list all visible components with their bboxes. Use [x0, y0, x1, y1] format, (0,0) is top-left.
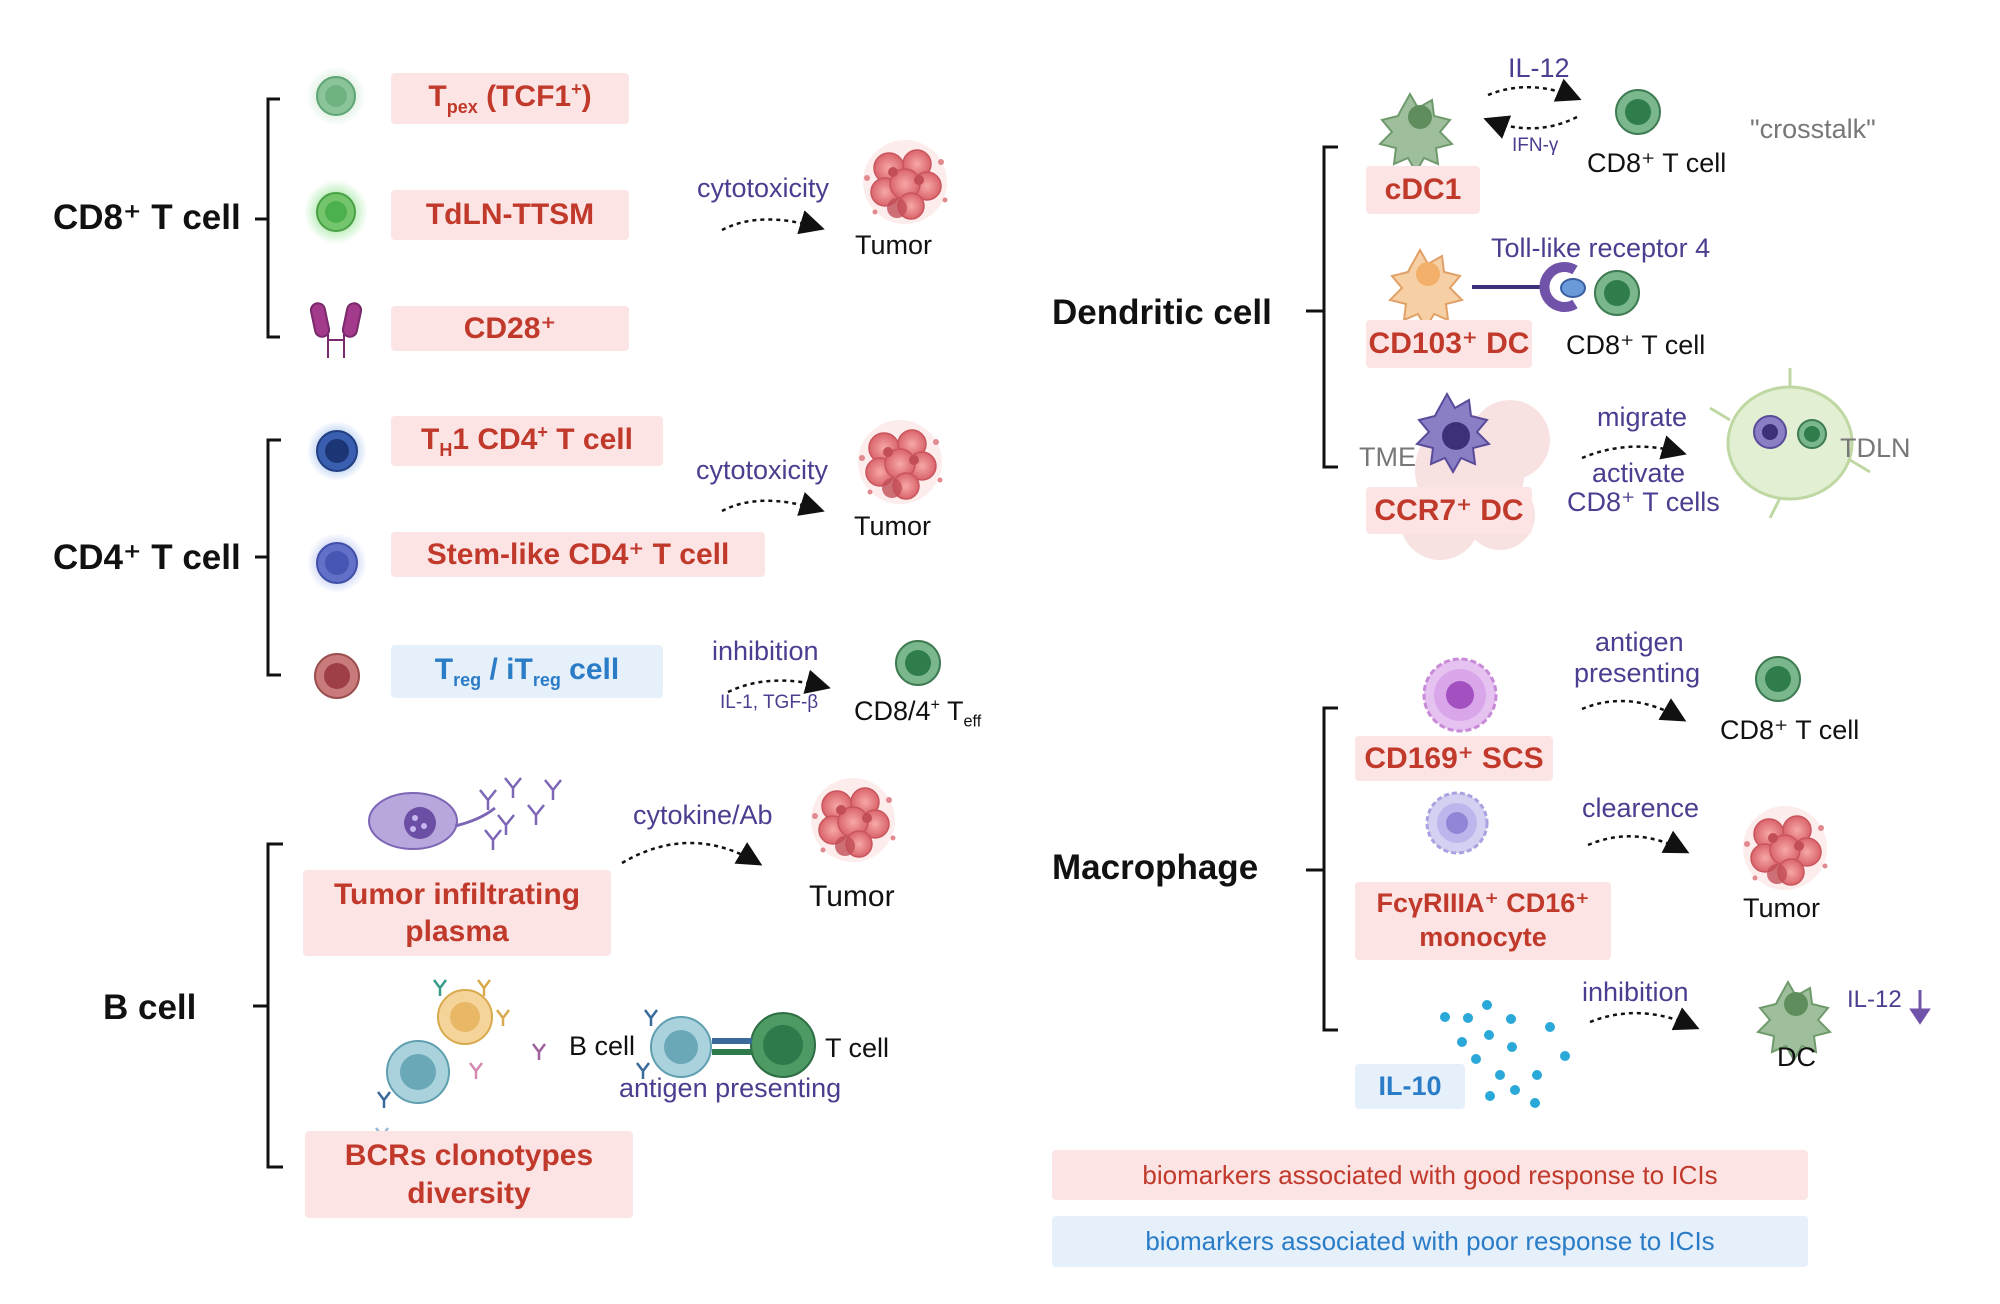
il10-inhibition-label: inhibition	[1582, 977, 1689, 1007]
antigen-label-1: antigen	[1595, 627, 1684, 657]
down-arrow-icon	[1909, 990, 1931, 1025]
il12-arrow	[1487, 78, 1582, 102]
tpex-label: Tpex (TCF1+)	[391, 73, 629, 124]
cdc1-label: cDC1	[1366, 166, 1480, 214]
cdc1-target-label: CD8⁺ T cell	[1587, 148, 1727, 178]
tdln-icon	[1709, 368, 1871, 519]
cd169-macrophage-icon	[1422, 657, 1498, 733]
cd4-title: CD4⁺ T cell	[53, 538, 241, 577]
tumor-icon	[810, 777, 897, 863]
monocyte-icon	[1425, 791, 1489, 855]
inhibition-label: inhibition	[712, 636, 819, 666]
inhibition-sub-label: IL-1, TGF-β	[720, 692, 819, 713]
macrophage-bracket	[1306, 706, 1338, 1032]
ifn-label: IFN-γ	[1512, 135, 1559, 156]
ifn-arrow	[1483, 115, 1578, 139]
cd8-target-label: Tumor	[855, 230, 933, 260]
plasma-cell-icon	[368, 777, 562, 850]
dc-target-icon	[1756, 979, 1832, 1063]
cd103-dc-icon	[1388, 247, 1464, 331]
il12-down-label: IL-12	[1847, 986, 1902, 1013]
cd28-label: CD28⁺	[391, 306, 629, 351]
cd4-arrow	[721, 492, 825, 516]
bcell-title: B cell	[103, 988, 197, 1027]
antigen-arrow	[1581, 698, 1687, 722]
cd8-bracket	[255, 97, 280, 339]
il10-target-label: DC	[1777, 1042, 1816, 1072]
activate-label: activate	[1592, 458, 1686, 488]
dendritic-bracket	[1306, 145, 1338, 469]
legend-good: biomarkers associated with good response…	[1052, 1150, 1808, 1200]
cd4-target-label: Tumor	[854, 511, 932, 541]
teff-cell-icon	[895, 640, 941, 686]
il12-label: IL-12	[1508, 53, 1570, 83]
il10-inhibition-arrow	[1589, 1007, 1700, 1031]
bcell-bracket	[253, 842, 283, 1169]
macrophage-title: Macrophage	[1052, 848, 1259, 887]
fcg-label-line1: FcγRIIIA⁺ CD16⁺	[1376, 888, 1590, 919]
cd169-label: CD169⁺ SCS	[1355, 736, 1553, 781]
cd28-receptor-icon	[309, 302, 363, 358]
bcr-label: BCRs clonotypes diversity	[305, 1131, 633, 1218]
antigen-presenting-label: antigen presenting	[619, 1073, 842, 1103]
inhibition-arrow	[727, 669, 831, 694]
treg-label: Treg / iTreg cell	[391, 645, 663, 698]
fcg-label: FcγRIIIA⁺ CD16⁺ monocyte	[1355, 882, 1611, 960]
tdln-label: TDLN	[1840, 433, 1911, 463]
clearance-arrow	[1587, 830, 1690, 854]
tpex-cell-icon	[306, 66, 366, 126]
cd103-label: CD103⁺ DC	[1366, 320, 1532, 368]
dendritic-title: Dendritic cell	[1052, 293, 1272, 332]
cdc1-cell-icon	[1378, 91, 1454, 175]
cd8-arrow	[721, 210, 825, 235]
teff-label: CD8/4+ Teff	[854, 696, 982, 731]
tme-label: TME	[1359, 442, 1416, 472]
cdc1-target-cell-icon	[1615, 89, 1661, 135]
stem-like-label: Stem-like CD4⁺ T cell	[391, 532, 765, 577]
b-cell-label: B cell	[569, 1031, 636, 1061]
stem-like-cell-icon	[307, 533, 367, 593]
cd103-target-cell-icon	[1594, 270, 1640, 316]
bcell-target-label: Tumor	[809, 880, 895, 913]
bcell-arrow	[621, 841, 763, 866]
activate-target-label: CD8⁺ T cells	[1567, 487, 1720, 517]
clearance-label: clearence	[1582, 793, 1700, 823]
cd4-arrow-label: cytotoxicity	[696, 455, 829, 485]
tumor-icon	[857, 419, 944, 505]
t-cell-label: T cell	[825, 1033, 890, 1063]
ccr7-label: CCR7⁺ DC	[1366, 487, 1532, 534]
bcell-tcell-interaction-icon	[636, 1009, 816, 1079]
cd4-bracket	[255, 438, 281, 677]
cd8-arrow-label: cytotoxicity	[697, 173, 830, 203]
tumor-icon	[1742, 805, 1829, 891]
legend-poor: biomarkers associated with poor response…	[1052, 1216, 1808, 1267]
treg-cell-icon	[314, 653, 360, 699]
il10-dots-icon	[1440, 1000, 1570, 1108]
bcell-arrow-label: cytokine/Ab	[633, 800, 773, 830]
migrate-arrow	[1581, 435, 1687, 460]
fcg-target-label: Tumor	[1743, 893, 1821, 923]
th1-cell-icon	[307, 421, 367, 481]
ccr7-dc-icon	[1415, 391, 1491, 475]
il10-label: IL-10	[1355, 1064, 1465, 1109]
cd169-target-cell-icon	[1755, 656, 1801, 702]
migrate-label: migrate	[1597, 402, 1688, 432]
tdln-ttsm-label: TdLN-TTSM	[391, 190, 629, 240]
cd169-target-label: CD8⁺ T cell	[1720, 715, 1860, 745]
crosstalk-label: "crosstalk"	[1750, 114, 1876, 144]
plasma-label: Tumor infiltrating plasma	[303, 870, 611, 956]
tumor-icon	[862, 139, 949, 225]
antigen-label-2: presenting	[1574, 658, 1701, 688]
cd8-title: CD8⁺ T cell	[53, 198, 241, 237]
th1-label: TH1 CD4+ T cell	[391, 416, 663, 466]
ttsm-cell-icon	[304, 180, 368, 244]
fcg-label-line2: monocyte	[1419, 922, 1547, 952]
cd103-target-label: CD8⁺ T cell	[1566, 330, 1706, 360]
bcr-cells-icon	[375, 979, 546, 1144]
tlr4-label: Toll-like receptor 4	[1491, 233, 1711, 263]
